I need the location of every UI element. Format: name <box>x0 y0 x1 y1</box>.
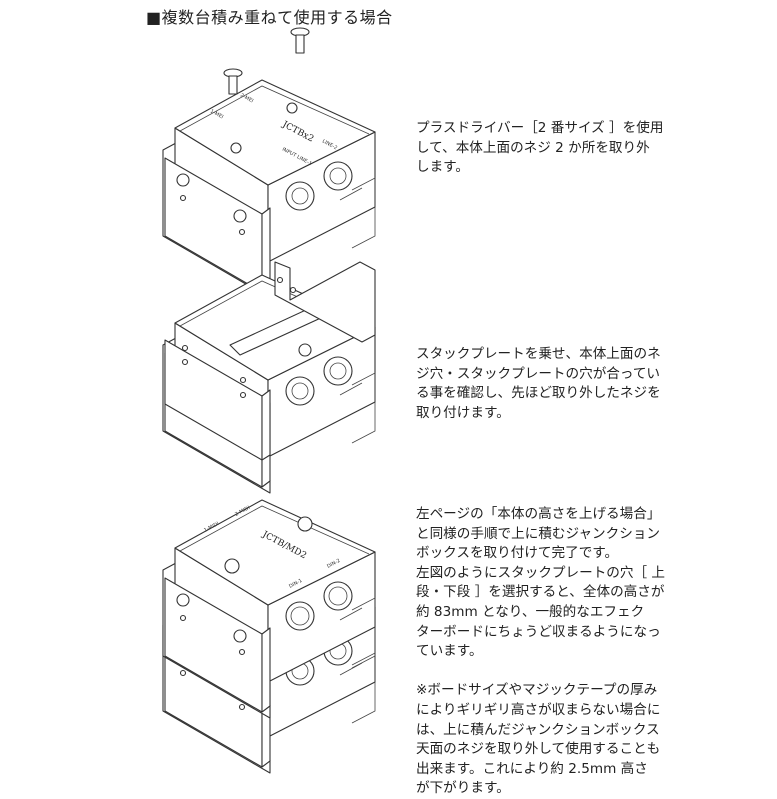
box-3-stacked-upper: JCTB/MD2 1-MIDI 2-MIDI DIN-1 DIN-2 <box>162 499 376 719</box>
port-label: DIN-2 <box>326 558 341 570</box>
port-label: 1-MEI <box>209 108 224 120</box>
stacking-illustration: JCTBx2 1-MEI 2-MEI INPUT LINE-1 LINE-2 <box>162 27 376 774</box>
section-heading: ■複数台積み重ねて使用する場合 <box>146 8 393 27</box>
box-2-with-stack-plate <box>162 274 376 494</box>
step-2-text: スタックプレートを乗せ、本体上面のネ ジ穴・スタックプレートの穴が合ってい る事… <box>416 346 661 421</box>
screw-icon <box>223 68 243 95</box>
screw-icon <box>290 27 310 54</box>
stack-plate <box>164 261 376 461</box>
port-label: 2-MEI <box>239 92 254 104</box>
step-3-text: 左ページの「本体の高さを上げる場合」 と同様の手順で上に積むジャンクション ボッ… <box>416 506 666 797</box>
port-label: DIN-1 <box>288 578 303 590</box>
box-1-illustration: JCTBx2 1-MEI 2-MEI INPUT LINE-1 LINE-2 <box>162 27 376 299</box>
step-1-text: プラスドライバー［2 番サイズ ］を使用 して、本体上面のネジ 2 か所を取り外… <box>416 120 664 176</box>
